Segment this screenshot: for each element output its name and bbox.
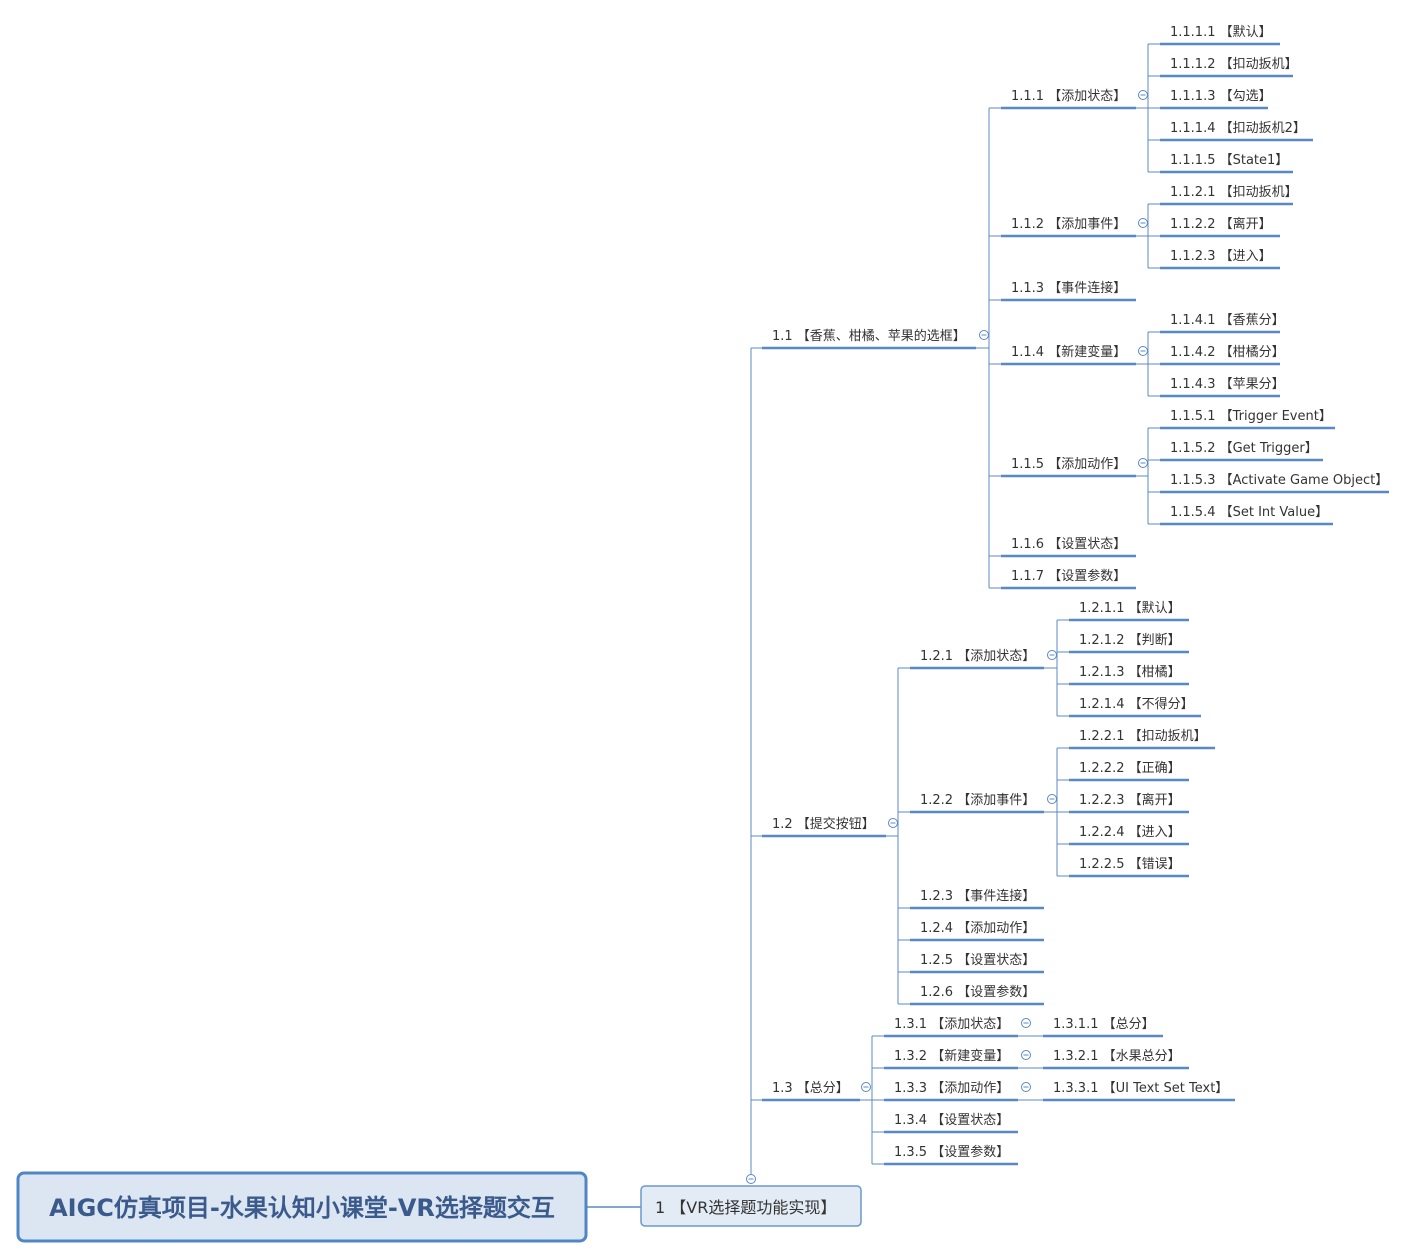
collapse-icon[interactable] — [1021, 1050, 1031, 1060]
topic-1-3-4[interactable]: 1.3.4 【设置状态】 — [894, 1113, 1009, 1128]
topic-1-3-1-1[interactable]: 1.3.1.1 【总分】 — [1053, 1017, 1155, 1032]
topic-1-1[interactable]: 1.1 【香蕉、柑橘、苹果的选框】 — [772, 328, 966, 344]
topic-1-1-2-1[interactable]: 1.1.2.1 【扣动扳机】 — [1170, 184, 1298, 200]
topic-1-1-5-1[interactable]: 1.1.5.1 【Trigger Event】 — [1170, 409, 1332, 424]
topic-1-1-6[interactable]: 1.1.6 【设置状态】 — [1011, 537, 1126, 552]
collapse-icon[interactable] — [1138, 218, 1148, 228]
topic-1-2-2-1[interactable]: 1.2.2.1 【扣动扳机】 — [1079, 728, 1207, 744]
collapse-icon[interactable] — [1138, 90, 1148, 100]
topic-1-2-1-3[interactable]: 1.2.1.3 【柑橘】 — [1079, 664, 1181, 680]
topic-1-3-5[interactable]: 1.3.5 【设置参数】 — [894, 1144, 1009, 1160]
topic-1-2-2-2[interactable]: 1.2.2.2 【正确】 — [1079, 761, 1181, 776]
collapse-icon[interactable] — [1047, 650, 1057, 660]
topic-1-2-1-1[interactable]: 1.2.1.1 【默认】 — [1079, 600, 1181, 616]
topic-1-1-1[interactable]: 1.1.1 【添加状态】 — [1011, 89, 1126, 104]
topic-1-1-2-2[interactable]: 1.1.2.2 【离开】 — [1170, 216, 1272, 232]
topic-1-box — [640, 1185, 862, 1227]
topic-1-2-3[interactable]: 1.2.3 【事件连接】 — [920, 888, 1035, 904]
topic-1-2-6[interactable]: 1.2.6 【设置参数】 — [920, 984, 1035, 1000]
collapse-icon[interactable] — [746, 1174, 756, 1184]
topic-1-2-2-3[interactable]: 1.2.2.3 【离开】 — [1079, 792, 1181, 808]
collapse-icons — [746, 90, 1148, 1184]
topic-1-1-7[interactable]: 1.1.7 【设置参数】 — [1011, 568, 1126, 584]
topic-1-2[interactable]: 1.2 【提交按钮】 — [772, 816, 875, 832]
collapse-icon[interactable] — [861, 1082, 871, 1092]
topic-1-1-1-4[interactable]: 1.1.1.4 【扣动扳机2】 — [1170, 120, 1306, 136]
topic-1-1-4-3[interactable]: 1.1.4.3 【苹果分】 — [1170, 377, 1285, 392]
topic-1-1-5-2[interactable]: 1.1.5.2 【Get Trigger】 — [1170, 441, 1318, 456]
topic-1-3-2-1[interactable]: 1.3.2.1 【水果总分】 — [1053, 1049, 1181, 1064]
collapse-icon[interactable] — [1138, 346, 1148, 356]
collapse-icon[interactable] — [1021, 1018, 1031, 1028]
topic-1-3-1[interactable]: 1.3.1 【添加状态】 — [894, 1017, 1009, 1032]
topic-1-3-3-1[interactable]: 1.3.3.1 【UI Text Set Text】 — [1053, 1081, 1228, 1096]
collapse-icon[interactable] — [1047, 794, 1057, 804]
collapse-icon[interactable] — [888, 818, 898, 828]
topic-1-1-2[interactable]: 1.1.2 【添加事件】 — [1011, 217, 1126, 232]
topic-1-2-2-5[interactable]: 1.2.2.5 【错误】 — [1079, 857, 1181, 872]
collapse-icon[interactable] — [1138, 458, 1148, 468]
topic-1-3[interactable]: 1.3 【总分】 — [772, 1081, 849, 1096]
topic-1-1-4[interactable]: 1.1.4 【新建变量】 — [1011, 344, 1126, 360]
topic-1-2-1-2[interactable]: 1.2.1.2 【判断】 — [1079, 633, 1181, 648]
topic-1-2-5[interactable]: 1.2.5 【设置状态】 — [920, 953, 1035, 968]
topic-1-1-2-3[interactable]: 1.1.2.3 【进入】 — [1170, 249, 1272, 264]
topic-1-1-5-4[interactable]: 1.1.5.4 【Set Int Value】 — [1170, 505, 1328, 520]
topic-1-1-1-1[interactable]: 1.1.1.1 【默认】 — [1170, 24, 1272, 40]
collapse-icon[interactable] — [1021, 1082, 1031, 1092]
topic-1-1-1-2[interactable]: 1.1.1.2 【扣动扳机】 — [1170, 56, 1298, 72]
root-topic-label: AIGC仿真项目-水果认知小课堂-VR选择题交互 — [49, 1194, 555, 1222]
root-topic-box — [16, 1171, 588, 1243]
topic-1[interactable]: 1 【VR选择题功能实现】 — [640, 1185, 862, 1227]
topic-1-1-3[interactable]: 1.1.3 【事件连接】 — [1011, 280, 1126, 296]
node-underlines — [762, 42, 1389, 1166]
root-topic[interactable]: AIGC仿真项目-水果认知小课堂-VR选择题交互 — [16, 1171, 588, 1243]
collapse-icon[interactable] — [979, 330, 989, 340]
topic-1-3-3[interactable]: 1.3.3 【添加动作】 — [894, 1081, 1009, 1096]
topic-1-3-2[interactable]: 1.3.2 【新建变量】 — [894, 1048, 1009, 1064]
connector-lines — [586, 43, 1160, 1208]
topic-1-2-1[interactable]: 1.2.1 【添加状态】 — [920, 649, 1035, 664]
topic-1-1-4-2[interactable]: 1.1.4.2 【柑橘分】 — [1170, 344, 1285, 360]
topic-1-1-5[interactable]: 1.1.5 【添加动作】 — [1011, 457, 1126, 472]
topic-1-label: 1 【VR选择题功能实现】 — [655, 1198, 836, 1217]
topic-1-1-5-3[interactable]: 1.1.5.3 【Activate Game Object】 — [1170, 473, 1388, 488]
topic-1-1-1-3[interactable]: 1.1.1.3 【勾选】 — [1170, 89, 1272, 104]
topic-1-2-2[interactable]: 1.2.2 【添加事件】 — [920, 793, 1035, 808]
topic-1-1-1-5[interactable]: 1.1.1.5 【State1】 — [1170, 153, 1288, 168]
topic-1-2-1-4[interactable]: 1.2.1.4 【不得分】 — [1079, 696, 1194, 712]
topic-1-2-4[interactable]: 1.2.4 【添加动作】 — [920, 921, 1035, 936]
topic-1-2-2-4[interactable]: 1.2.2.4 【进入】 — [1079, 825, 1181, 840]
topic-1-1-4-1[interactable]: 1.1.4.1 【香蕉分】 — [1170, 313, 1285, 328]
node-labels: 1.1 【香蕉、柑橘、苹果的选框】 1.2 【提交按钮】 1.3 【总分】 1.1.1… — [772, 24, 1388, 1160]
